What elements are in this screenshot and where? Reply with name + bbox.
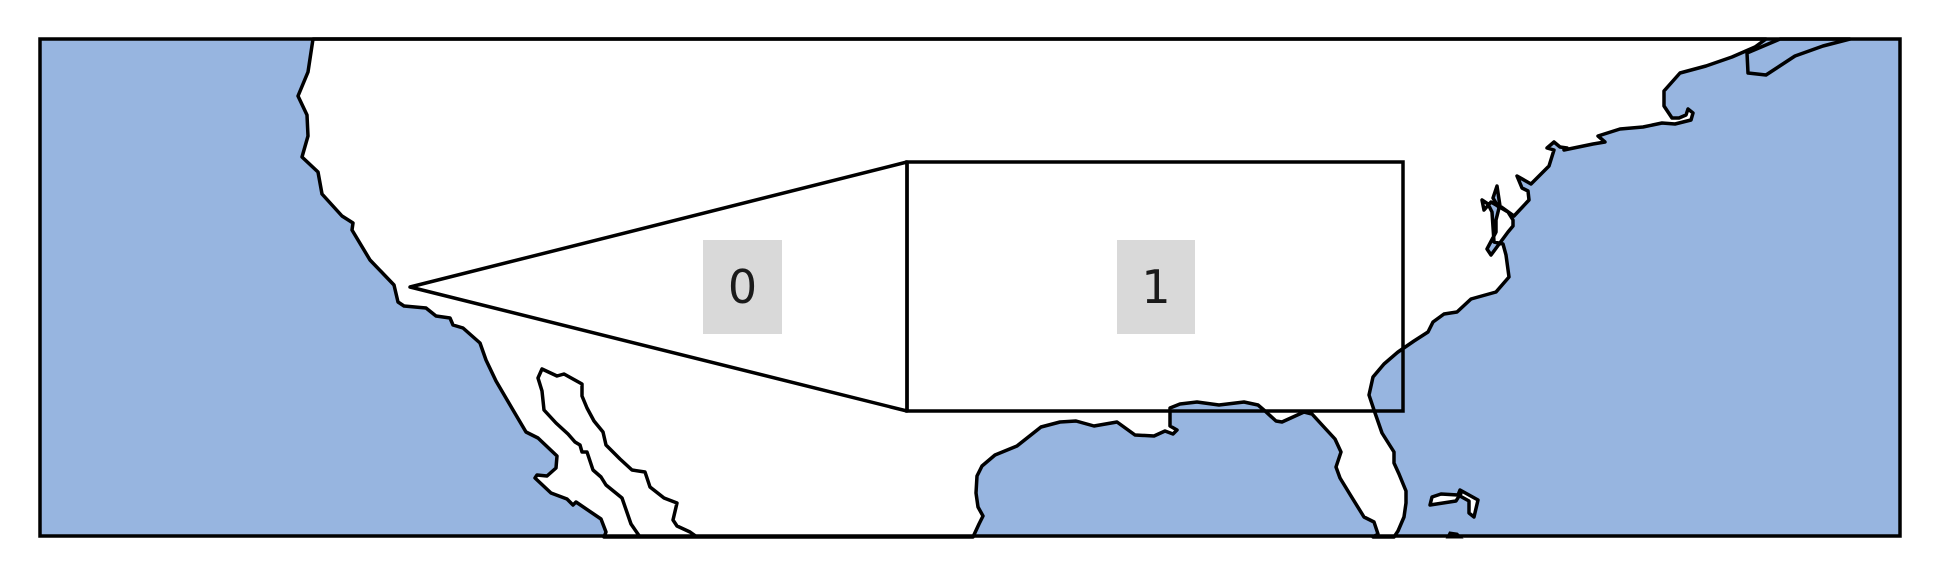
map-frame: [38, 37, 1902, 538]
island-cuba: [1428, 488, 1480, 519]
region-1-label: 1: [1141, 260, 1170, 314]
region-0-label: 0: [728, 260, 757, 314]
region-1-rectangle[interactable]: [905, 160, 1405, 413]
region-0-label-box: [703, 240, 782, 334]
region-1-label-box: [1117, 240, 1195, 334]
